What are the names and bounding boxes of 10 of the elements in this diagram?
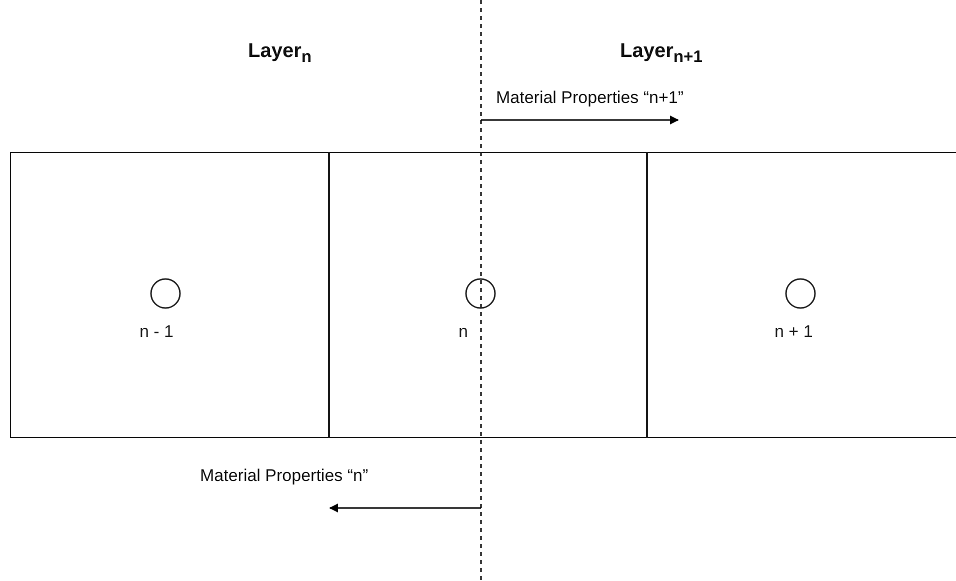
layer-cell bbox=[646, 152, 956, 438]
node-label: n - 1 bbox=[140, 322, 174, 342]
node-label: n bbox=[458, 322, 468, 342]
direction-label: Material Properties “n+1” bbox=[496, 88, 684, 108]
layer-cell bbox=[328, 152, 648, 438]
layer-heading: Layer$_{n}$ bbox=[248, 40, 312, 67]
layer-cell bbox=[10, 152, 330, 438]
layer-heading: Layer$_{n+1}$ bbox=[620, 40, 703, 67]
direction-label: Material Properties “n” bbox=[200, 466, 368, 486]
node-label: n + 1 bbox=[774, 322, 813, 342]
